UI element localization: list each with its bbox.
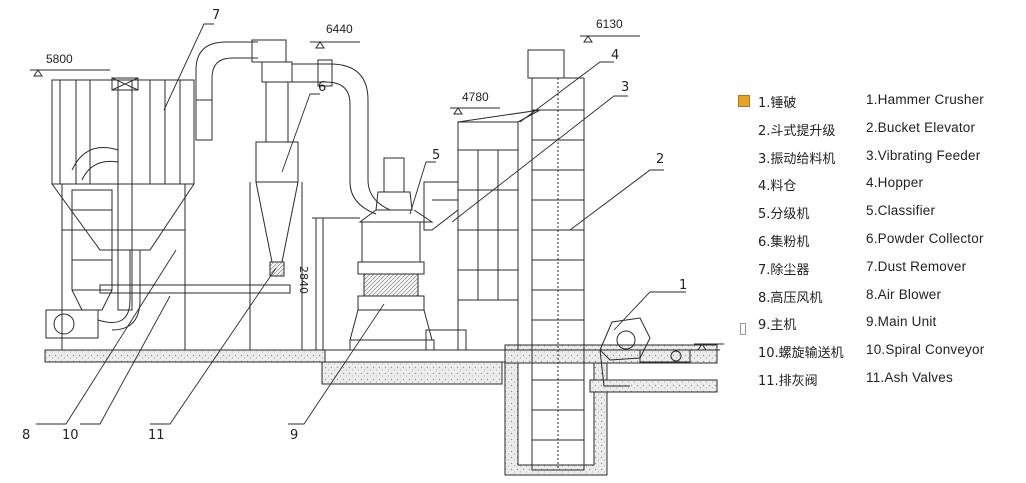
callout-11: 11 <box>148 428 165 443</box>
legend-item-en: 11.Ash Valves <box>866 370 953 385</box>
callout-5: 5 <box>432 148 441 163</box>
callout-4: 4 <box>611 48 620 63</box>
legend-item-zh: 4.料仓 <box>758 179 797 195</box>
powder-collector <box>249 61 303 350</box>
legend-item-en: 6.Powder Collector <box>866 231 984 246</box>
legend-item-zh: 3.振动给料机 <box>758 151 836 167</box>
legend-item-zh: 2.斗式提升级 <box>758 123 836 139</box>
legend-item-zh: 1.锤破 <box>758 96 797 111</box>
ground-slab <box>44 344 720 476</box>
duct-upper <box>195 39 287 141</box>
callout-7: 7 <box>212 8 221 23</box>
legend-item-zh: 9.主机 <box>758 318 797 334</box>
duct-to-classifier <box>292 59 391 215</box>
dust-remover <box>51 79 195 350</box>
legend-item-en: 8.Air Blower <box>866 286 942 302</box>
callout-10: 10 <box>62 428 79 443</box>
elevation-markers <box>30 35 724 351</box>
callout-9: 9 <box>290 428 299 443</box>
dimension-2840 <box>312 217 320 351</box>
spiral-conveyor <box>99 284 291 294</box>
callout-6: 6 <box>318 80 327 95</box>
elevation-6130: 6130 <box>596 17 623 31</box>
legend-marker-icon <box>738 95 750 107</box>
legend-item-en: 7.Dust Remover <box>866 258 967 274</box>
callout-1: 1 <box>679 278 688 293</box>
legend-item-zh: 5.分级机 <box>758 207 810 223</box>
air-blower <box>45 147 141 339</box>
callout-8: 8 <box>22 428 31 443</box>
legend-item-en: 10.Spiral Conveyor <box>866 342 985 358</box>
elevation-4780: 4780 <box>462 90 489 104</box>
legend-item-zh: 10.螺旋输送机 <box>758 346 844 362</box>
dimension-2840-label: 2840 <box>297 266 310 294</box>
elevation-6440: 6440 <box>326 22 353 36</box>
legend-item-zh: 7.除尘器 <box>758 262 810 278</box>
legend-item-en: 3.Vibrating Feeder <box>866 147 981 163</box>
legend-item-zh: 6.集粉机 <box>758 235 810 250</box>
legend-item-en: 1.Hammer Crusher <box>866 92 984 107</box>
legend-item-en: 2.Bucket Elevator <box>866 119 976 135</box>
hammer-crusher <box>599 317 691 387</box>
callout-leaders <box>36 23 686 425</box>
dust-pipe <box>111 77 139 311</box>
callout-3: 3 <box>621 80 630 95</box>
callout-2: 2 <box>656 152 665 167</box>
legend-item-en: 9.Main Unit <box>866 314 937 330</box>
hopper-frame <box>423 109 541 351</box>
bucket-elevator <box>527 49 585 471</box>
legend-item-zh: 8.高压风机 <box>758 290 823 306</box>
legend-item-zh: 11.排灰阀 <box>758 374 818 389</box>
main-unit <box>320 157 467 351</box>
legend-item-en: 4.Hopper <box>866 175 924 191</box>
elevation-5800: 5800 <box>46 52 73 66</box>
legend-item-en: 5.Classifier <box>866 203 936 219</box>
legend-small-marker-icon <box>740 323 746 335</box>
